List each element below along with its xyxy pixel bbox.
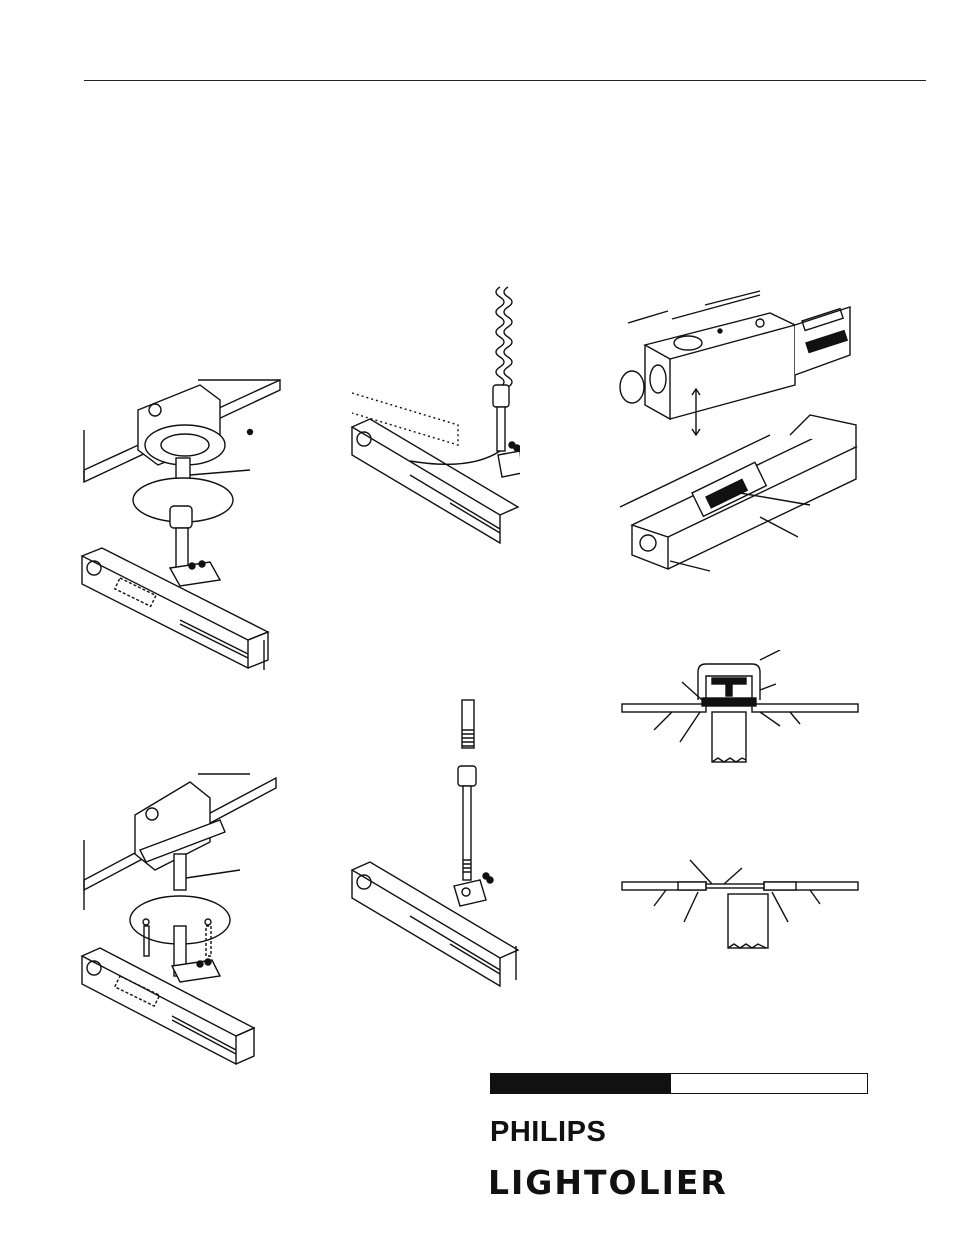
- header-rule: [84, 80, 926, 81]
- stem-pendant-drawing: [350, 690, 530, 990]
- box-mount-round-canopy-drawing: [80, 370, 290, 680]
- ceiling-section-2-drawing: [620, 858, 860, 950]
- cord-pendant-drawing: [350, 285, 520, 545]
- philips-logo: PHILIPS: [490, 1118, 606, 1147]
- end-cap-connector-drawing: [610, 285, 870, 585]
- brand-bar: [490, 1073, 868, 1094]
- box-mount-crossbar-drawing: [80, 770, 280, 1080]
- brand-bar-fill: [491, 1074, 671, 1093]
- lightolier-logo: LIGHTOLIER: [488, 1166, 728, 1199]
- ceiling-section-1-drawing: [620, 650, 860, 765]
